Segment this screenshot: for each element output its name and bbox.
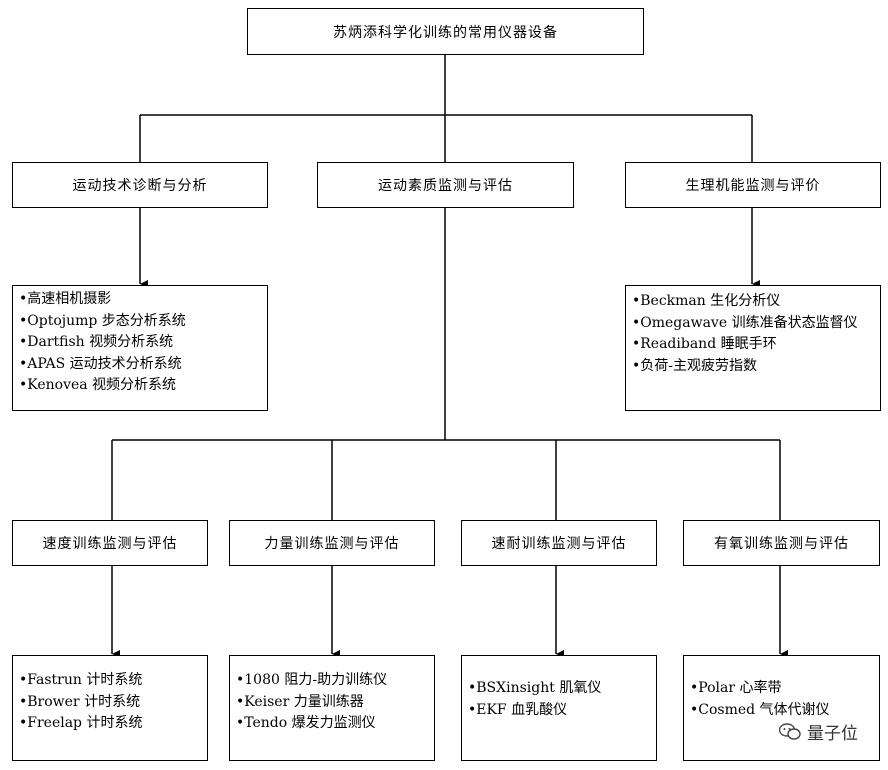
list-item: •Beckman 生化分析仪 (632, 293, 781, 309)
physiology-box: 生理机能监测与评价 (625, 162, 881, 208)
root-title: 苏炳添科学化训练的常用仪器设备 (333, 24, 558, 41)
speed-equipment-list: •Fastrun 计时系统 •Brower 计时系统 •Freelap 计时系统 (12, 655, 208, 761)
list-item: •Tendo 爆发力监测仪 (236, 715, 376, 731)
list-item: •Fastrun 计时系统 (19, 672, 143, 688)
physiology-title: 生理机能监测与评价 (685, 178, 821, 194)
watermark: 量子位 (778, 719, 858, 744)
speed-endurance-title: 速耐训练监测与评估 (491, 536, 627, 552)
list-item: •1080 阻力-助力训练仪 (236, 672, 388, 688)
technique-diagnosis-box: 运动技术诊断与分析 (12, 162, 268, 208)
list-item: •Omegawave 训练准备状态监督仪 (632, 314, 858, 331)
wechat-icon (778, 722, 801, 741)
physiology-equipment-list: •Beckman 生化分析仪 •Omegawave 训练准备状态监督仪 •Rea… (625, 285, 881, 411)
technique-diagnosis-title: 运动技术诊断与分析 (72, 178, 208, 194)
list-item: •Kenovea 视频分析系统 (19, 377, 177, 393)
strength-training-box: 力量训练监测与评估 (229, 520, 435, 566)
root-box: 苏炳添科学化训练的常用仪器设备 (247, 8, 644, 55)
strength-training-title: 力量训练监测与评估 (264, 536, 400, 552)
list-item: •Cosmed 气体代谢仪 (690, 701, 830, 718)
list-item: •Optojump 步态分析系统 (19, 312, 186, 329)
list-item: •高速相机摄影 (19, 291, 112, 307)
speed-training-title: 速度训练监测与评估 (42, 536, 178, 552)
list-item: •负荷-主观疲劳指数 (632, 357, 757, 374)
aerobic-training-title: 有氧训练监测与评估 (714, 536, 849, 552)
technique-equipment-list: •高速相机摄影 •Optojump 步态分析系统 •Dartfish 视频分析系… (12, 285, 268, 411)
physical-quality-box: 运动素质监测与评估 (317, 162, 574, 208)
list-item: •Freelap 计时系统 (19, 715, 143, 731)
aerobic-training-box: 有氧训练监测与评估 (683, 520, 880, 566)
speed-training-box: 速度训练监测与评估 (12, 520, 208, 566)
list-item: •EKF 血乳酸仪 (468, 701, 568, 718)
watermark-text: 量子位 (807, 724, 858, 744)
physical-quality-title: 运动素质监测与评估 (378, 178, 513, 194)
speed-endurance-equipment-list: •BSXinsight 肌氧仪 •EKF 血乳酸仪 (461, 655, 657, 761)
list-item: •Readiband 睡眠手环 (632, 336, 777, 352)
strength-equipment-list: •1080 阻力-助力训练仪 •Keiser 力量训练器 •Tendo 爆发力监… (229, 655, 435, 761)
list-item: •APAS 运动技术分析系统 (19, 355, 182, 372)
list-item: •Keiser 力量训练器 (236, 693, 364, 710)
list-item: •Polar 心率带 (690, 680, 782, 696)
aerobic-equipment-list: •Polar 心率带 •Cosmed 气体代谢仪 (683, 655, 880, 761)
list-item: •Brower 计时系统 (19, 693, 141, 710)
speed-endurance-box: 速耐训练监测与评估 (461, 520, 657, 566)
list-item: •Dartfish 视频分析系统 (19, 334, 174, 350)
list-item: •BSXinsight 肌氧仪 (468, 680, 602, 696)
